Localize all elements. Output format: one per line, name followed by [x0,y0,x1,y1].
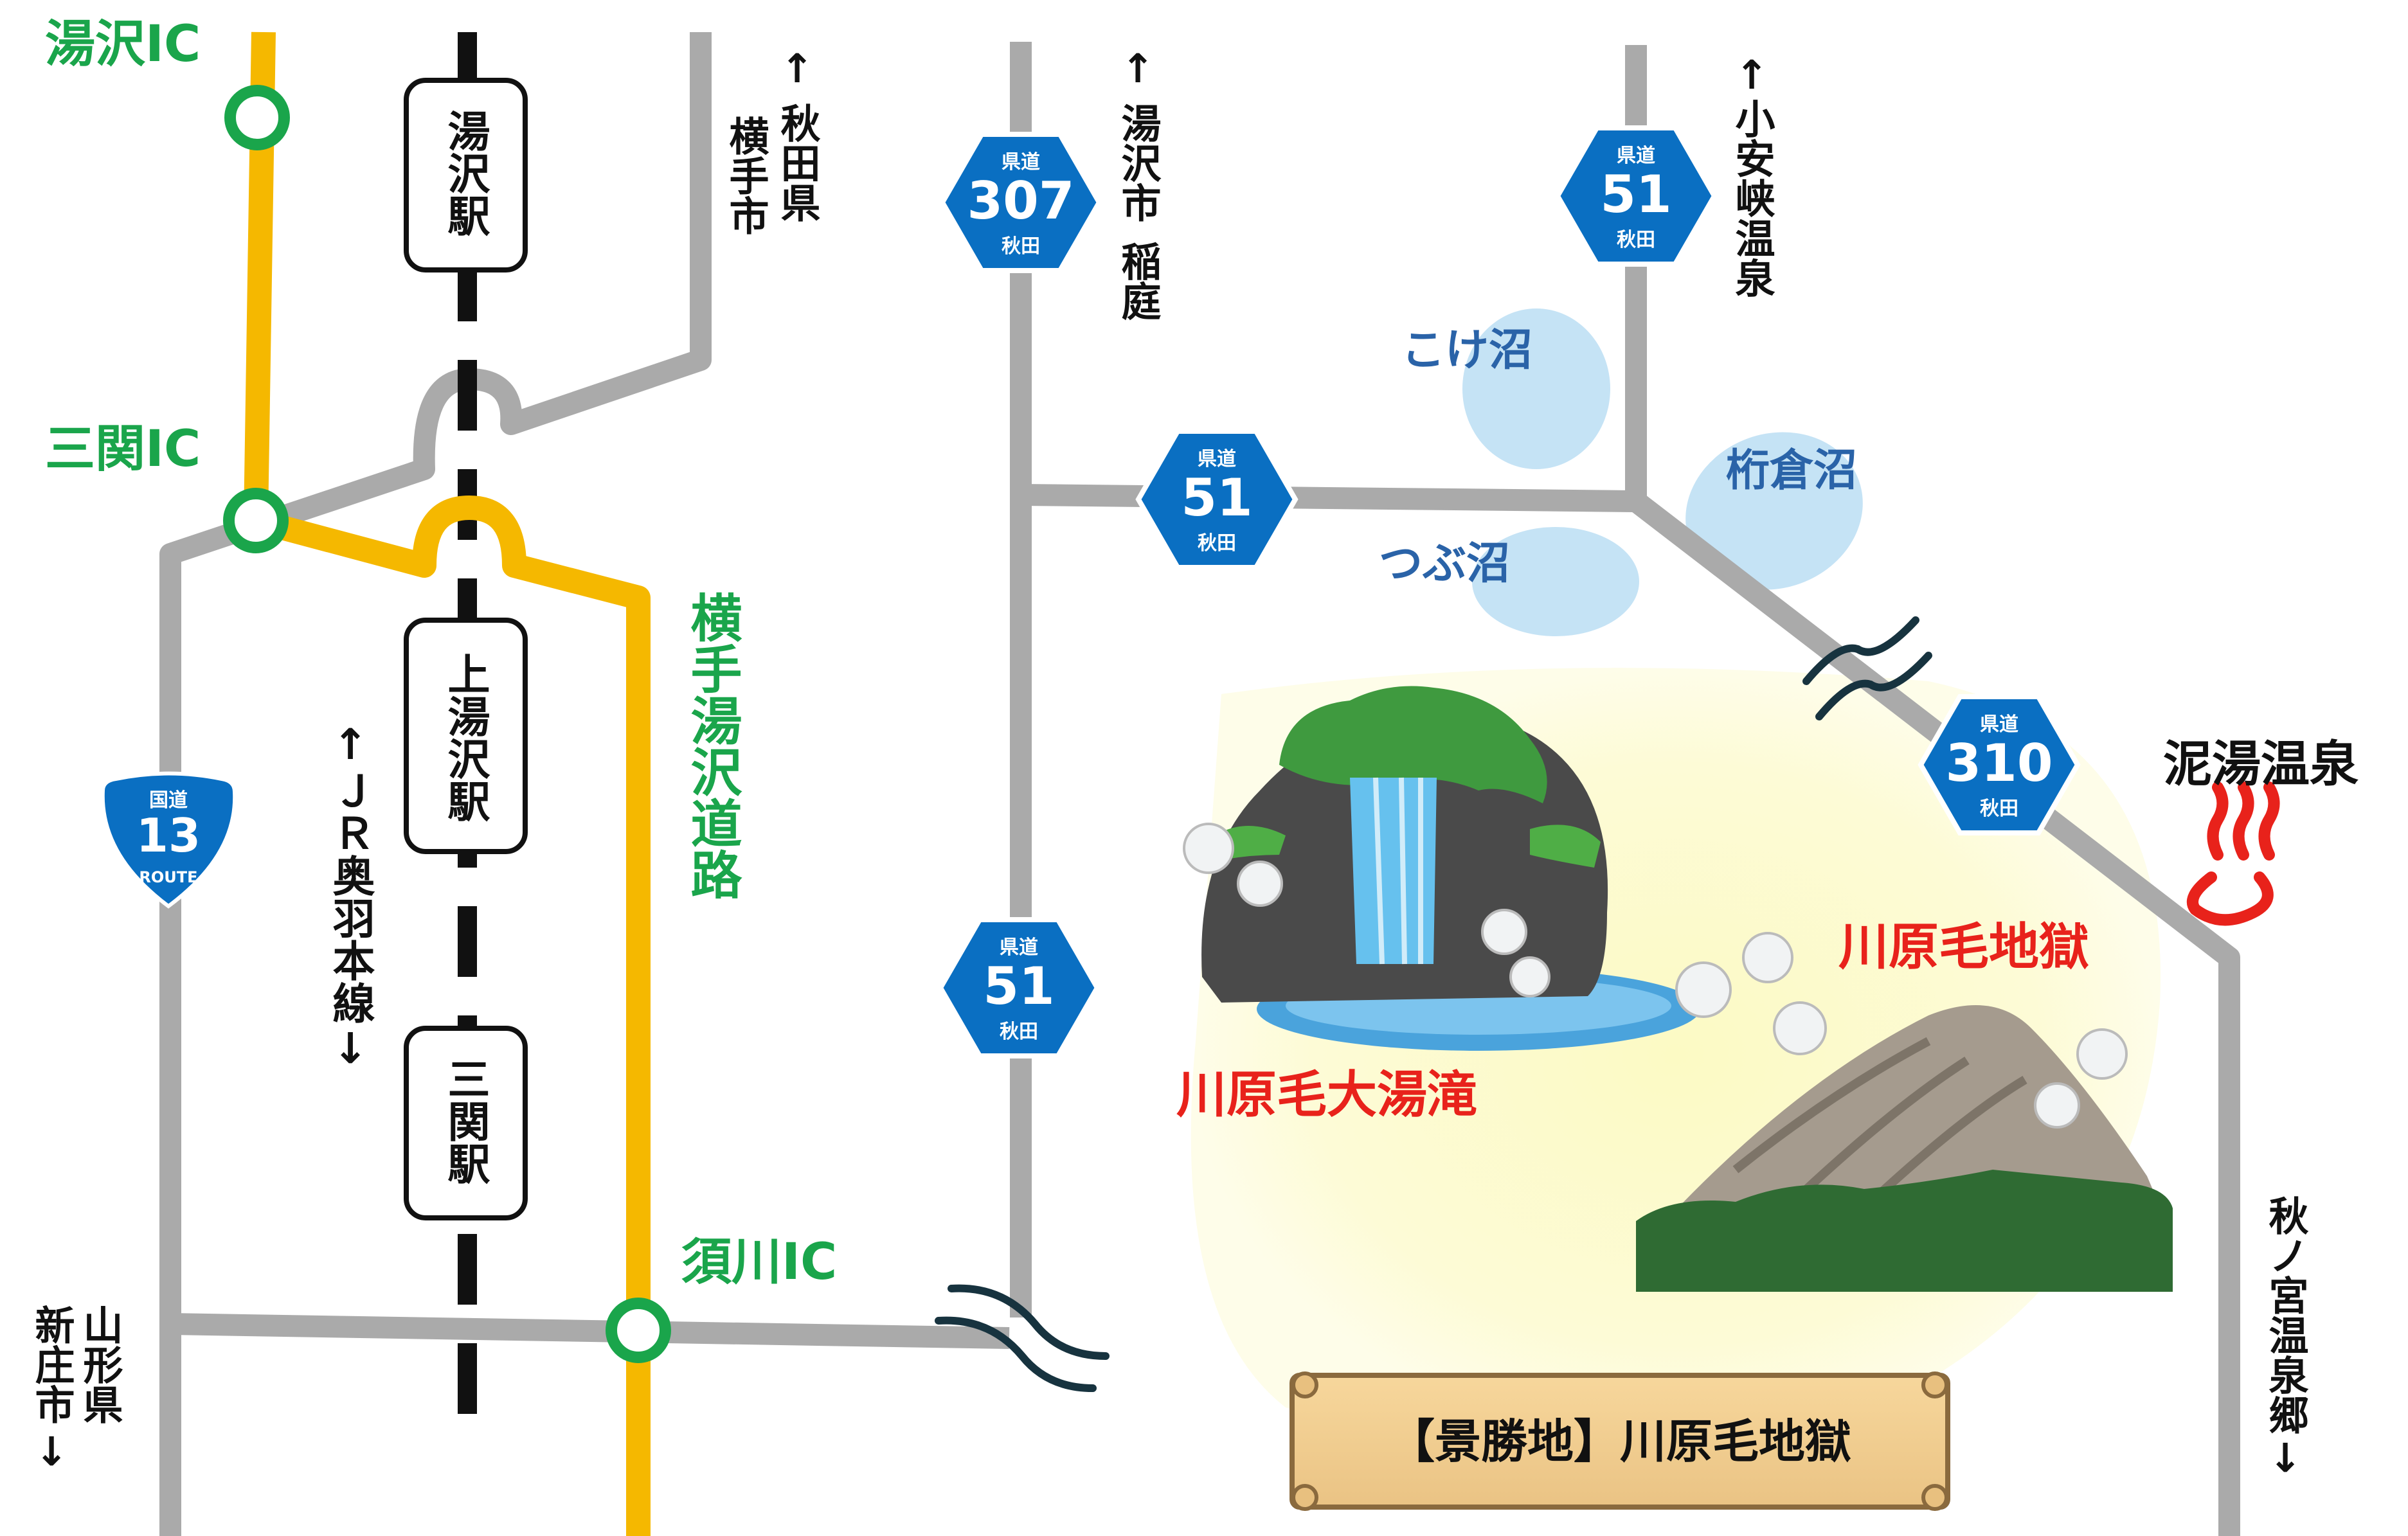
route-sign-bottom: 秋田 [1980,798,2018,820]
road-breaks [935,616,1932,1392]
koke-pond [1462,308,1610,469]
banner-scroll: 【景勝地】川原毛地獄 [1289,1371,1950,1511]
expressway-name: 横手湯沢道路 [683,591,742,900]
pond-tsubu-label: つぶ沼 [1379,539,1510,589]
route-sign-number: 51 [1181,468,1252,528]
railway-line-name: ↑ＪＲ奥羽本線↓ [326,720,375,1073]
route-sign-number: 307 [967,171,1075,231]
route-sign-top: 県道 [1198,448,1236,470]
onsen-label: 泥湯温泉 [2163,735,2359,792]
dir-yuzawa-city: 湯沢市 [1115,103,1162,222]
stations: 湯沢駅 上湯沢駅 三関駅 [404,78,528,1220]
dir-yamagata: 山形県 [76,1305,123,1424]
route-sign-hexagon [1554,125,1718,267]
route-sign-hexagon [1135,429,1298,570]
ponds [1462,308,1863,636]
dir-yuzawa-arrow: ↑ [1121,45,1155,92]
station-kamiyuzawa-label: 上湯沢駅 [441,652,490,822]
route-sign-bottom: 秋田 [1198,532,1236,555]
dir-inaniwa: 稲庭 [1115,241,1162,321]
jigoku-mountain-illustration [1636,932,2173,1292]
dir-akinomiya: 秋ノ宮温泉郷↓ [2262,1195,2309,1481]
route-sign-top: 県道 [1980,713,2018,736]
route-sign-hexagon [937,917,1101,1058]
expressway-line [244,31,651,1536]
dir-south-arrow: ↓ [35,1428,68,1475]
waterfall-illustration [1183,686,1700,1051]
route-13-sign: 国道 13 ROUTE [100,771,237,909]
dir-yokote: 横手市 [723,116,769,235]
ic-sanseki [223,488,289,553]
waterfall-label: 川原毛大湯滝 [1176,1066,1477,1124]
ic-sugawa [606,1298,671,1363]
route-sign-number: 310 [1946,733,2053,793]
kurakura-pond [1685,432,1863,590]
station-sanseki-label: 三関駅 [441,1057,490,1184]
station-yuzawa-label: 湯沢駅 [441,109,490,237]
dir-shinjo: 新庄市 [28,1305,75,1424]
station-kamiyuzawa-box [404,618,528,854]
tsubu-pond [1472,527,1639,636]
route-sign-bottom: 秋田 [1000,1021,1038,1043]
jigoku-label: 川原毛地獄 [1838,918,2089,976]
onsen-icon [2187,781,2280,926]
ic-sanseki-label: 三関IC [45,420,201,478]
route-sign-top: 県道 [1617,145,1655,167]
pond-koke-label: こけ沼 [1401,325,1532,376]
route-sign-hexagon [1918,694,2081,835]
route-sign-bottom: 秋田 [1002,235,1040,258]
route-sign-hexagon [939,132,1102,273]
banner-title: 【景勝地】川原毛地獄 [1388,1415,1851,1469]
ic-sugawa-label: 須川IC [681,1233,837,1291]
ic-yuzawa-label: 湯沢IC [45,15,201,73]
route-sign-number: 51 [1600,165,1671,224]
svg-text:国道: 国道 [149,789,188,812]
station-yuzawa-box [404,78,528,272]
dir-akita-arrow: ↑ [780,45,814,92]
dir-akita: 秋田県 [774,103,821,222]
pond-kurakura-label: 桁倉沼 [1726,445,1857,496]
interchanges [223,85,671,1363]
route-sign-number: 51 [983,956,1054,1016]
route-sign-bottom: 秋田 [1617,229,1655,251]
dir-koyasukyo: ↑小安峡温泉 [1729,51,1775,298]
svg-text:ROUTE: ROUTE [139,868,197,886]
route-sign-top: 県道 [1000,936,1038,959]
station-sanseki-box [404,1026,528,1220]
road-51-center [1020,484,1637,512]
route-sign-top: 県道 [1002,151,1040,174]
svg-text:13: 13 [136,808,201,862]
road-bottom [170,1313,1010,1349]
ic-yuzawa [224,85,290,150]
